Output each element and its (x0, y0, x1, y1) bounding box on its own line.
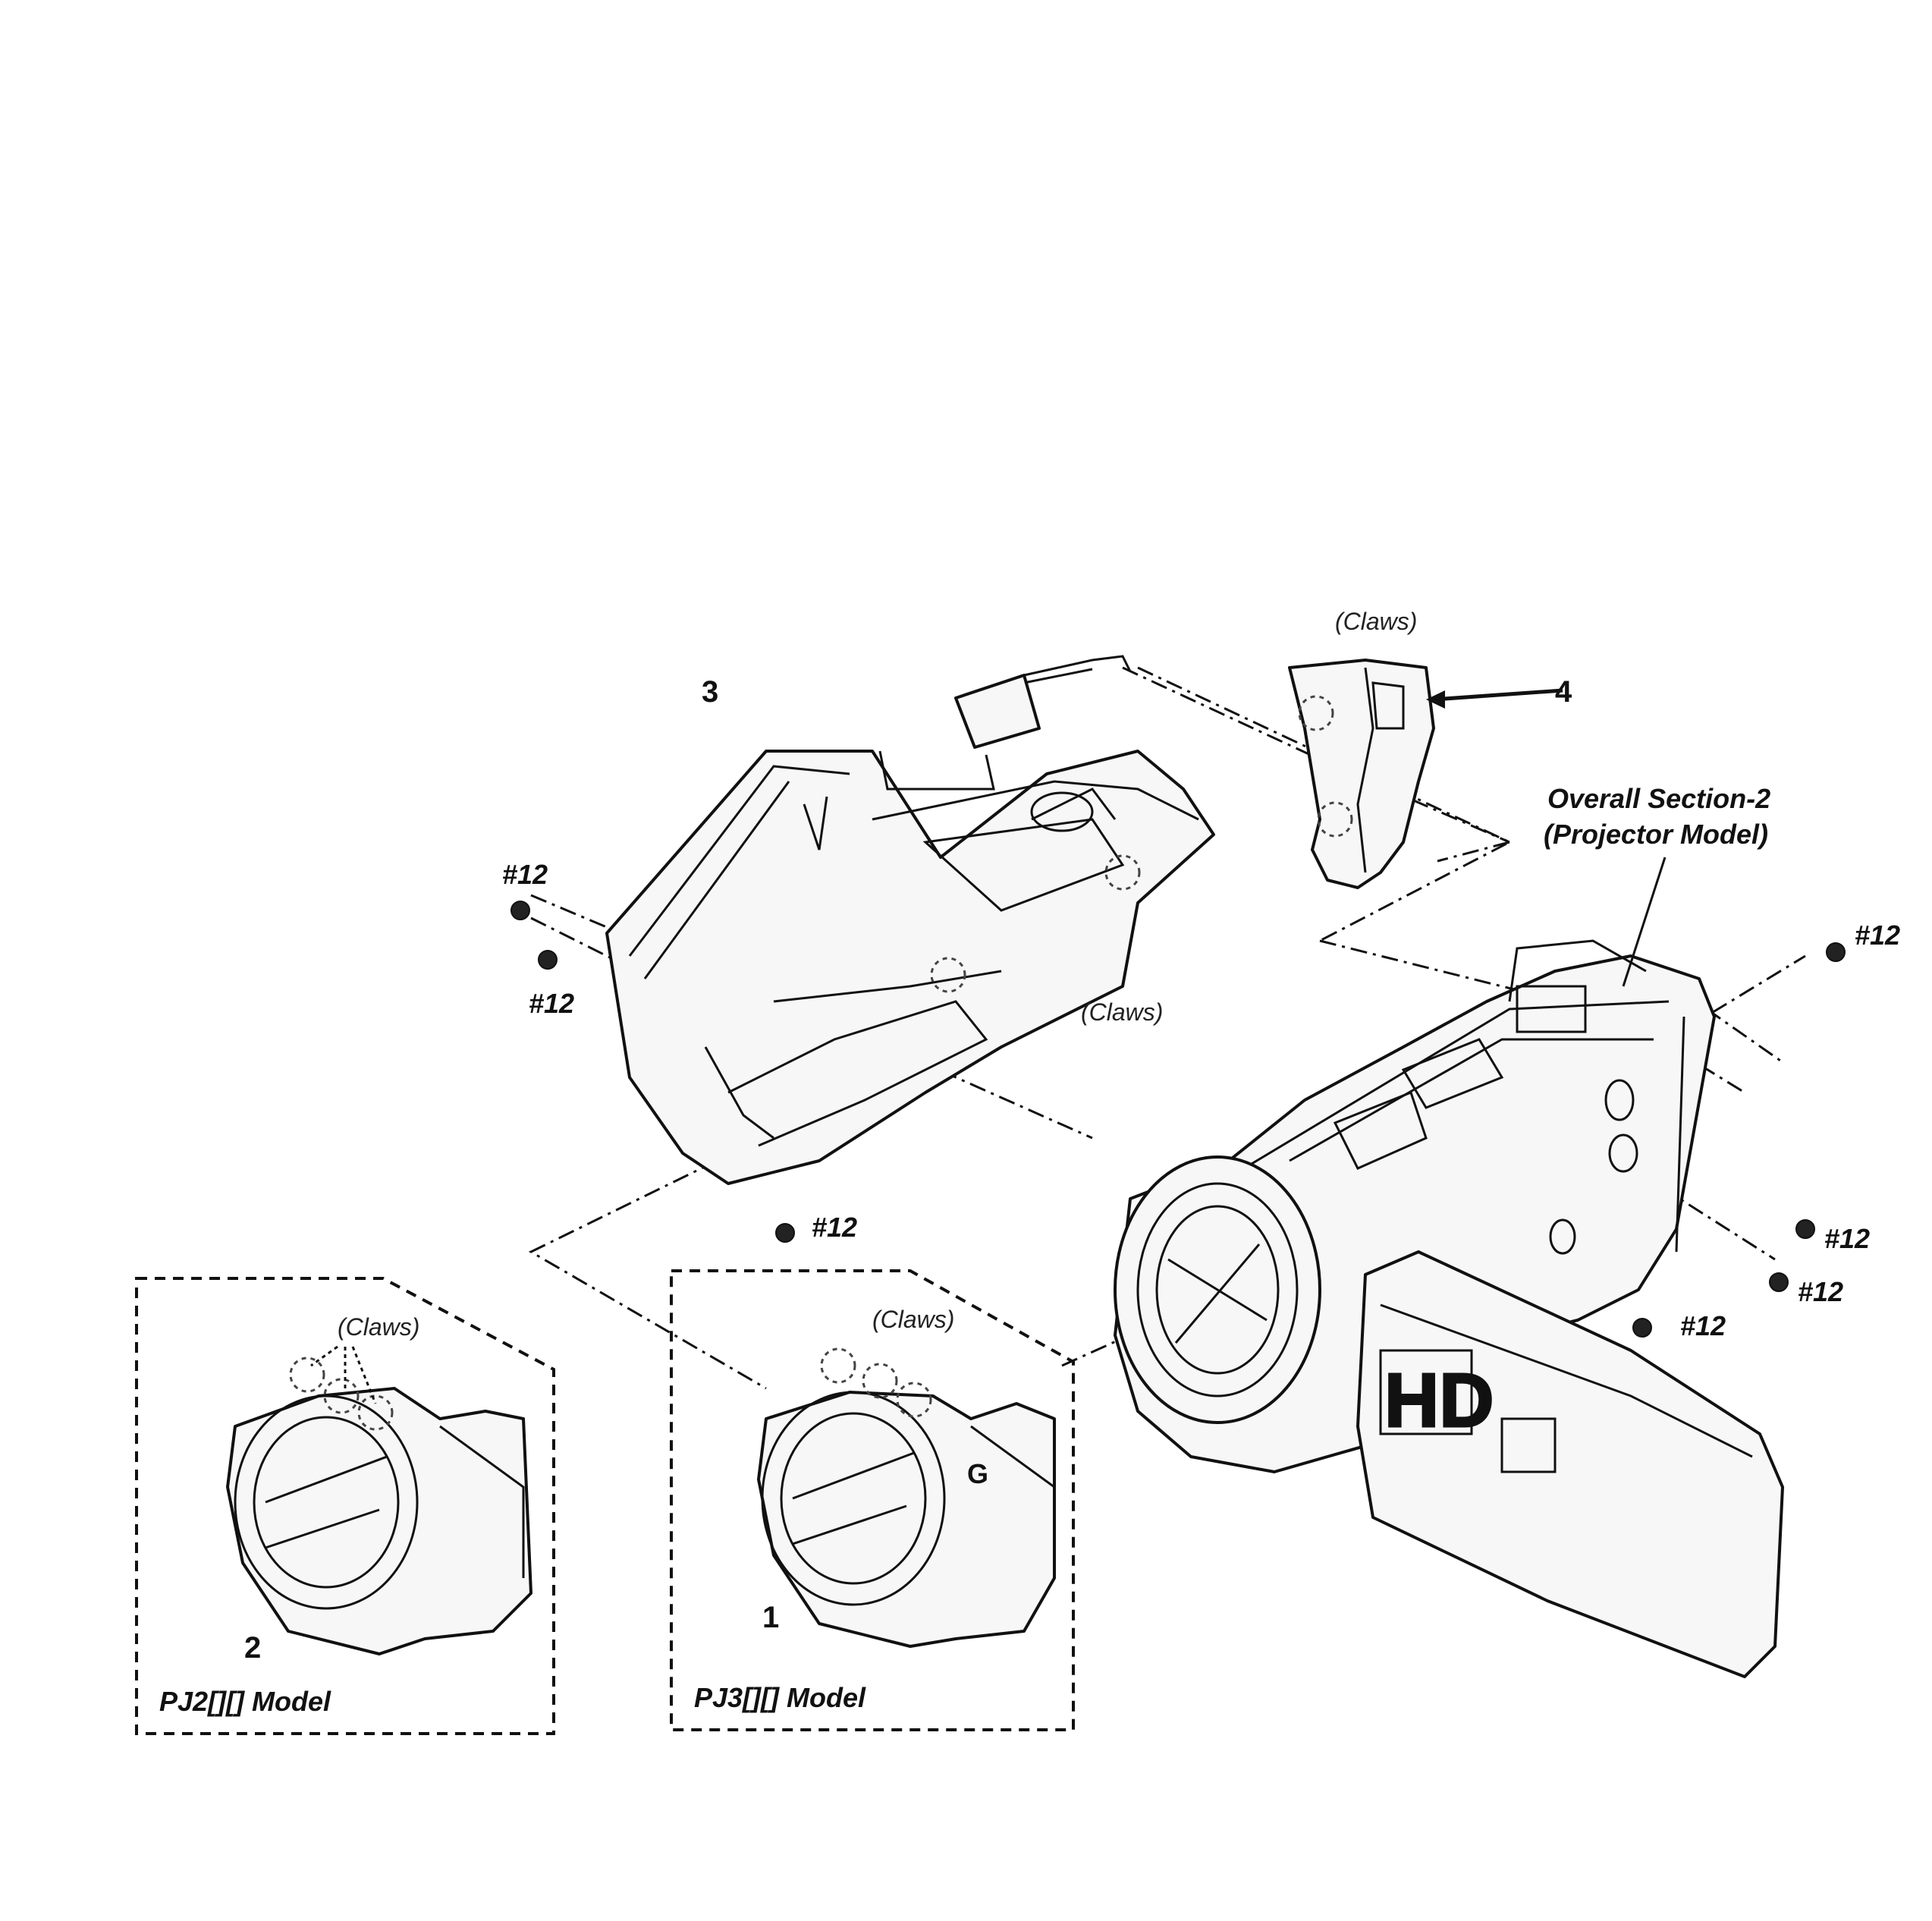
screws (510, 901, 1846, 1338)
claw-circle (820, 1347, 856, 1384)
part-number-1: 1 (762, 1601, 779, 1634)
claw-circle (1317, 801, 1353, 838)
screw-label: #12 (1824, 1223, 1870, 1254)
labels: 3 4 1 2 #12 #12 #12 #12 #12 #12 #12 (Cla… (159, 608, 1900, 1717)
lens-front-part-1: G (670, 1269, 1075, 1731)
hd-logo: HD (1384, 1358, 1494, 1443)
claws-label: (Claws) (1081, 998, 1163, 1026)
screw-icon (1632, 1318, 1652, 1338)
g-logo: G (967, 1458, 988, 1489)
screw-label: #12 (1798, 1276, 1843, 1307)
screw-icon (538, 950, 558, 970)
pj3-model-box (670, 1269, 1075, 1731)
claw-circle (896, 1382, 932, 1418)
overall-section-label: Overall Section-2 (1547, 783, 1770, 814)
projector-model-label: (Projector Model) (1544, 819, 1768, 850)
claws-label: (Claws) (872, 1306, 954, 1333)
screw-icon (775, 1223, 795, 1243)
screw-icon (1795, 1219, 1815, 1239)
pj3-model-label: PJ3[][] Model (694, 1682, 866, 1713)
claw-circle (289, 1357, 325, 1393)
pj2-model-box (135, 1277, 555, 1735)
screw-label: #12 (529, 988, 574, 1019)
grip-cover-part-3 (605, 655, 1215, 1185)
screw-label: #12 (812, 1212, 857, 1243)
lens-front-part-2 (135, 1277, 555, 1735)
screw-label: #12 (1855, 920, 1900, 951)
claw-circle (1104, 854, 1141, 891)
claws-label: (Claws) (338, 1313, 419, 1341)
screw-icon (510, 901, 530, 920)
pj2-model-label: PJ2[][] Model (159, 1686, 331, 1717)
screw-label: #12 (502, 859, 548, 890)
part-number-4: 4 (1555, 675, 1572, 709)
screw-label: #12 (1680, 1310, 1726, 1341)
screw-icon (1769, 1272, 1789, 1292)
side-cover-part-4 (1288, 659, 1563, 889)
claw-circle (323, 1378, 360, 1414)
claw-circle (357, 1394, 394, 1431)
claw-circle (1298, 695, 1334, 731)
part-number-3: 3 (702, 675, 718, 709)
part-number-2: 2 (244, 1631, 261, 1665)
claw-circle (862, 1363, 898, 1399)
claws-label: (Claws) (1335, 608, 1417, 635)
screw-icon (1826, 942, 1846, 962)
claw-circle (930, 957, 966, 993)
camcorder-body: HD (1114, 939, 1784, 1678)
